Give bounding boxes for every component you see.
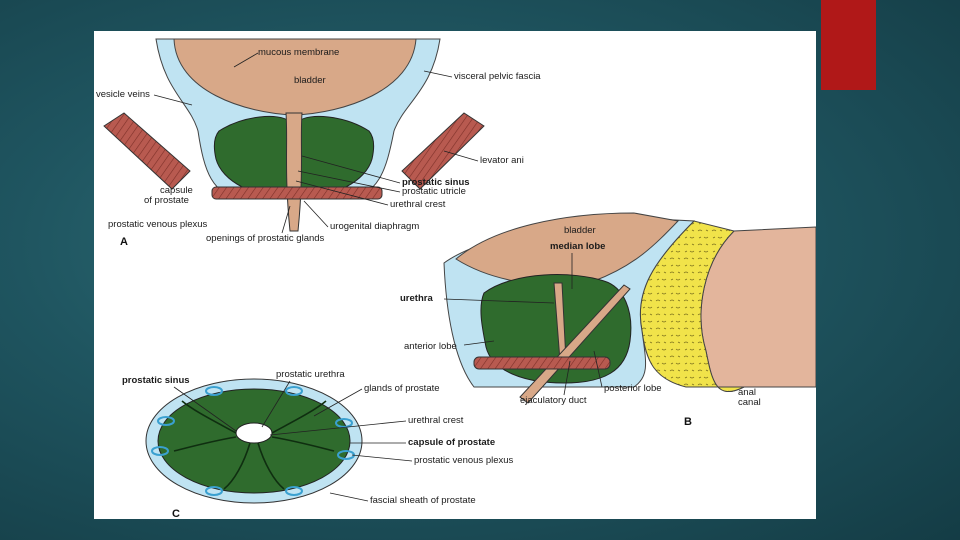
label-capsule-of-prostate-c: capsule of prostate [408, 437, 495, 448]
label-bladder-a: bladder [294, 75, 326, 86]
glands-c [173, 400, 335, 490]
leader-sinus-a [301, 155, 401, 184]
slide-image-panel: mucous membrane bladder visceral pelvic … [94, 31, 816, 519]
urogenital-diaphragm-bar-b [473, 356, 611, 370]
label-anal-canal-line2: canal [738, 397, 761, 408]
leader-glands [313, 388, 363, 417]
levator-ani-right [401, 112, 485, 190]
leader-levator [443, 150, 479, 162]
label-prostatic-venous-plexus-c: prostatic venous plexus [414, 455, 514, 466]
venous-plexus-oval [151, 446, 169, 456]
leader-anterior-lobe [463, 340, 495, 346]
figure-letter-b: B [684, 416, 692, 428]
label-levator-ani: levator ani [480, 155, 524, 166]
leader-ugd [303, 200, 329, 228]
figure-letter-c: C [172, 508, 180, 519]
label-fascial-sheath: fascial sheath of prostate [370, 495, 476, 506]
label-ejaculatory-duct: ejaculatory duct [520, 395, 587, 406]
label-bladder-b: bladder [564, 225, 596, 236]
label-capsule-a-line2: of prostate [144, 195, 189, 206]
figure-a-coronal-section: mucous membrane bladder visceral pelvic … [96, 38, 541, 248]
label-prostatic-utricle: prostatic utricle [402, 186, 466, 197]
label-urethral-crest-a: urethral crest [390, 199, 446, 210]
leader-posterior-lobe [593, 350, 603, 388]
venous-plexus-oval [205, 486, 223, 496]
venous-plexus-oval [285, 486, 303, 496]
leader-fascial-sheath [329, 492, 369, 502]
label-capsule-a-line1: capsule [160, 185, 193, 196]
figure-c-transverse-section: prostatic urethra prostatic sinus glands… [122, 369, 514, 519]
label-anterior-lobe: anterior lobe [404, 341, 457, 352]
leader-veins [153, 94, 193, 106]
leader-plexus-c [351, 454, 413, 462]
label-vesicle-veins: vesicle veins [96, 89, 150, 100]
leader-ejaculatory-duct [563, 360, 571, 396]
leader-fascia [423, 70, 453, 78]
urogenital-diaphragm-bar [211, 186, 383, 200]
label-median-lobe: median lobe [550, 241, 605, 252]
label-glands-of-prostate: glands of prostate [364, 383, 440, 394]
leader-prostatic-urethra [261, 380, 291, 428]
leader-sinus-c [173, 386, 237, 432]
label-urethra-b: urethra [400, 293, 433, 304]
urethra-a [285, 112, 303, 232]
label-prostatic-sinus-a: prostatic sinus [402, 177, 470, 188]
venous-plexus-oval [285, 386, 303, 396]
levator-ani-left [103, 112, 191, 190]
leader-urethra-b [443, 298, 555, 304]
leader-mucous [233, 52, 259, 68]
label-prostatic-venous-plexus-a: prostatic venous plexus [108, 219, 208, 230]
leader-crest-c [269, 420, 407, 436]
label-mucous-membrane: mucous membrane [258, 47, 339, 58]
accent-tab [821, 0, 876, 90]
venous-plexus-oval [157, 416, 175, 426]
label-visceral-pelvic-fascia: visceral pelvic fascia [454, 71, 541, 82]
leader-crest-a [295, 180, 389, 206]
prostate-anatomy-diagram: mucous membrane bladder visceral pelvic … [96, 38, 816, 519]
label-urogenital-diaphragm: urogenital diaphragm [330, 221, 419, 232]
label-anal-canal-line1: anal [738, 387, 756, 398]
figure-b-sagittal-section: bladder median lobe urethra anterior lob… [400, 212, 816, 428]
figure-letter-a: A [120, 236, 128, 248]
label-openings-prostatic-glands: openings of prostatic glands [206, 233, 325, 244]
leader-openings [281, 205, 291, 234]
prostatic-urethra-c [235, 422, 273, 444]
label-urethral-crest-c: urethral crest [408, 415, 464, 426]
label-prostatic-urethra: prostatic urethra [276, 369, 345, 380]
label-posterior-lobe: posterior lobe [604, 383, 662, 394]
leader-utricle [297, 170, 401, 193]
label-prostatic-sinus-c: prostatic sinus [122, 375, 190, 386]
venous-plexus-oval [205, 386, 223, 396]
